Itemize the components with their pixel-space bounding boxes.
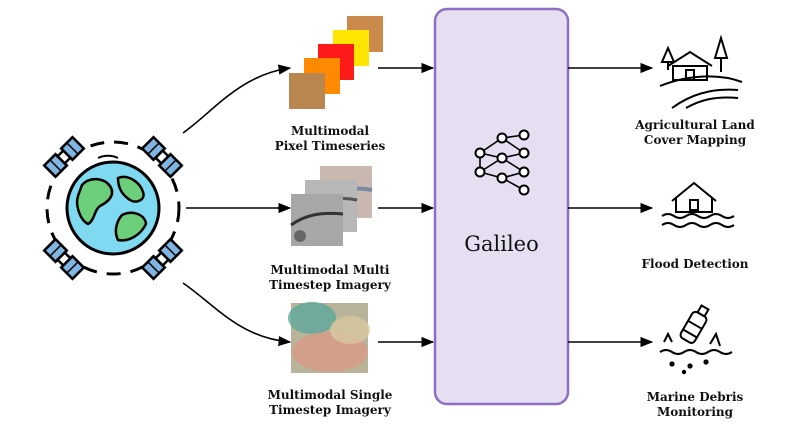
input-label-multi-line2: Timestep Imagery xyxy=(269,278,391,292)
output-label-flood-line1: Flood Detection xyxy=(641,257,749,271)
galileo-box xyxy=(433,7,570,406)
pixel-timeseries-image xyxy=(289,16,383,109)
input-label-single-line2: Timestep Imagery xyxy=(269,403,391,417)
input-label-pixel-line1: Multimodal xyxy=(290,124,370,138)
floating-bottle-icon xyxy=(659,304,733,375)
input-label-single-line1: Multimodal Single xyxy=(267,388,393,402)
earth-satellites-icon xyxy=(42,135,184,281)
input-label-multi-line1: Multimodal Multi xyxy=(270,263,390,277)
output-label-agri: Agricultural Land Cover Mapping xyxy=(620,118,770,148)
output-label-agri-line2: Cover Mapping xyxy=(643,133,747,147)
output-label-marine-line1: Marine Debris xyxy=(646,390,744,404)
output-label-marine-line2: Monitoring xyxy=(656,405,734,419)
output-label-marine: Marine Debris Monitoring xyxy=(620,390,770,420)
multi-timestep-image xyxy=(290,166,373,246)
input-label-pixel: Multimodal Pixel Timeseries xyxy=(255,124,405,154)
input-label-single: Multimodal Single Timestep Imagery xyxy=(255,388,405,418)
input-label-pixel-line2: Pixel Timeseries xyxy=(274,139,386,153)
farm-icon xyxy=(659,34,743,109)
input-label-multi: Multimodal Multi Timestep Imagery xyxy=(255,263,405,293)
output-label-flood: Flood Detection xyxy=(620,257,770,272)
model-name: Galileo xyxy=(464,232,539,256)
output-label-agri-line1: Agricultural Land xyxy=(635,118,755,132)
arrow-earth-to-pixel xyxy=(182,64,292,134)
flooded-house-icon xyxy=(661,181,735,228)
arrow-earth-to-single xyxy=(182,282,292,347)
single-timestep-image xyxy=(288,302,370,373)
neural-network-icon xyxy=(474,129,530,196)
